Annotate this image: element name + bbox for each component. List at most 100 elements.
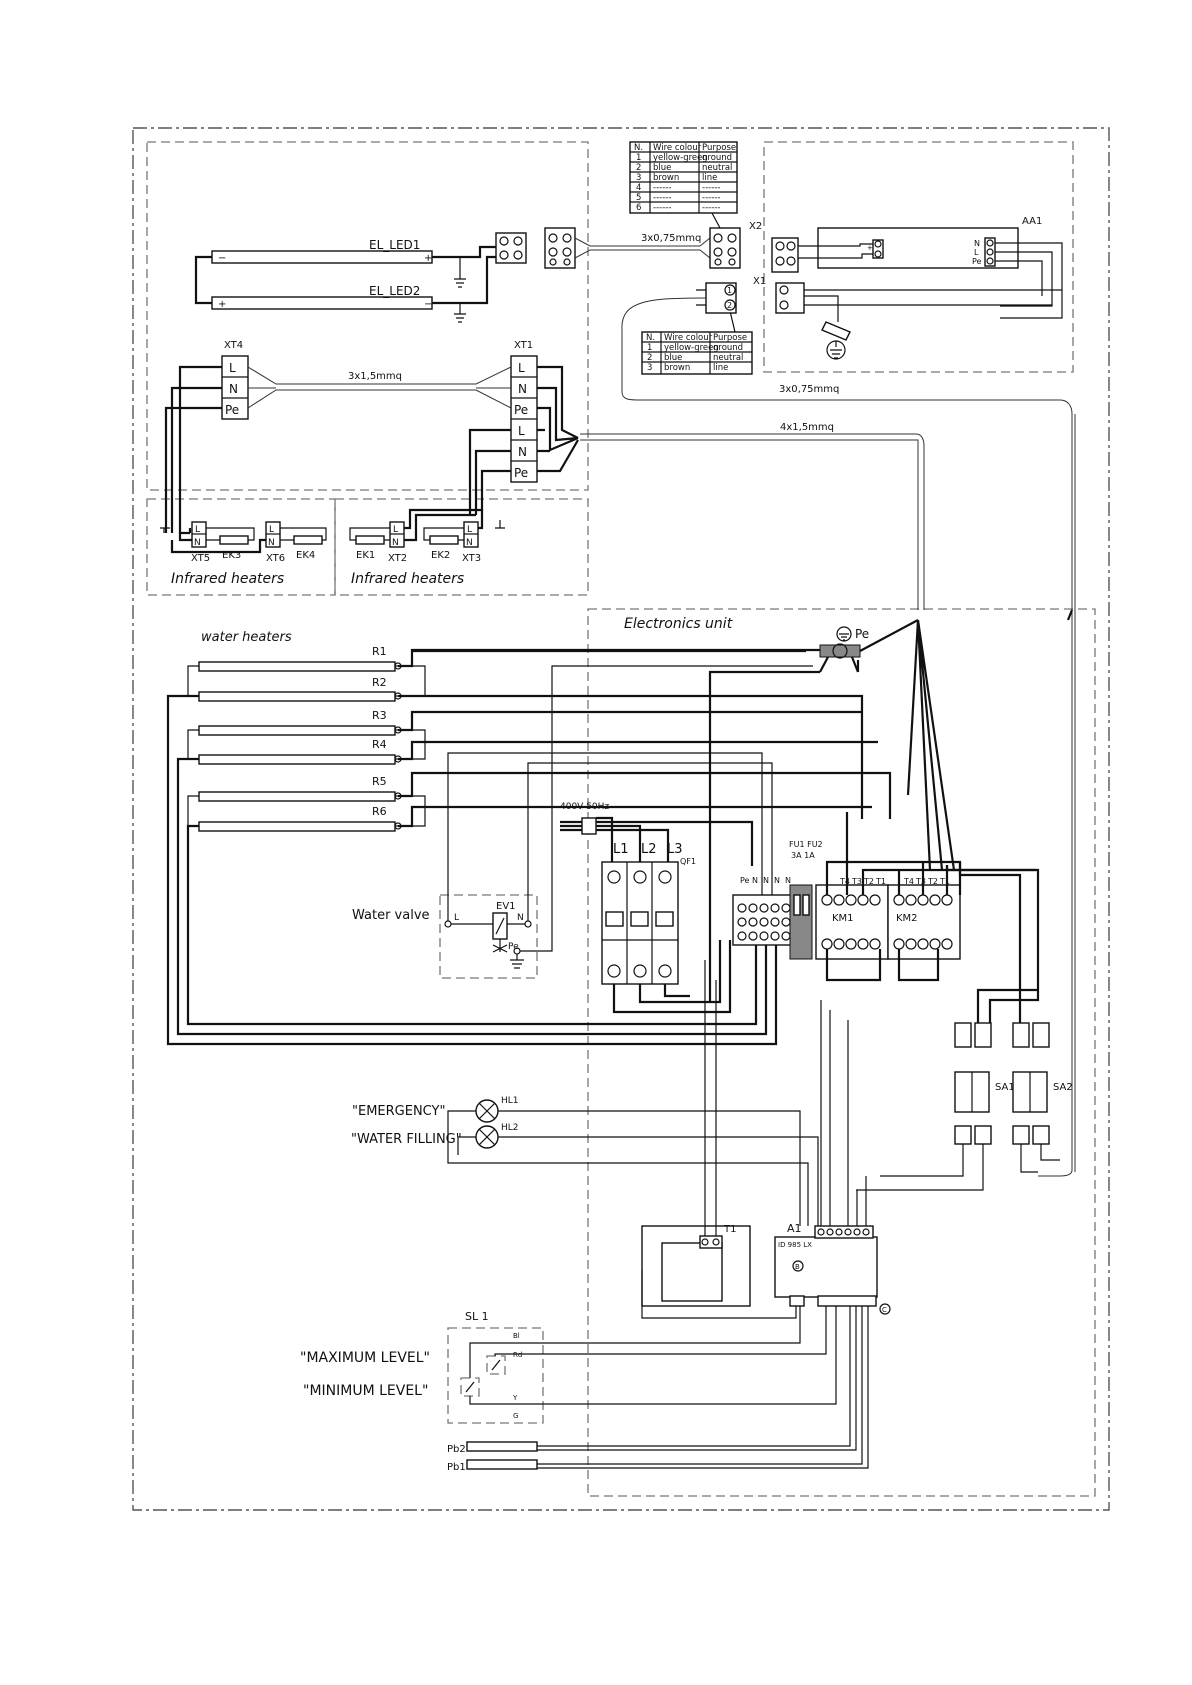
xt1-pin-3: L xyxy=(518,424,525,438)
wire-table-x2: N. Wire colour Purpose 1 yellow-green gr… xyxy=(629,141,738,214)
xt1-label: XT1 xyxy=(514,340,533,351)
led2-label: EL_LED2 xyxy=(369,284,420,298)
xt4-label: XT4 xyxy=(224,340,243,351)
table-x2-h2: Purpose xyxy=(702,143,736,153)
r5-element xyxy=(198,791,396,802)
valve-pin-pe: Pe xyxy=(508,942,519,952)
connector-x2-label: X2 xyxy=(749,221,762,232)
km2-t3: T3 xyxy=(915,877,926,886)
km2-label: KM2 xyxy=(896,913,918,924)
km2-t1: T1 xyxy=(939,877,950,886)
svg-text:N: N xyxy=(466,538,473,548)
svg-text:L: L xyxy=(269,525,274,535)
transformer-t1: T1 xyxy=(641,960,797,1319)
table-x2-r2c2: line xyxy=(702,173,717,183)
table-x2-r1c1: blue xyxy=(653,163,671,173)
table-x2-r5c2: ------ xyxy=(702,203,720,213)
km2-t4: T4 xyxy=(903,877,914,886)
pe-label: Pe xyxy=(855,627,869,641)
r6-element xyxy=(198,821,396,832)
sl1-wire-rd: Rd xyxy=(513,1351,522,1359)
svg-text:L: L xyxy=(467,525,472,535)
electronics-zone xyxy=(587,608,1096,1497)
table-x1-r2c2: line xyxy=(713,363,728,373)
table-x2-r0c0: 1 xyxy=(636,153,641,163)
breaker-label: QF1 xyxy=(680,857,696,866)
a1-label: A1 xyxy=(787,1222,802,1235)
infrared-zone-right xyxy=(334,498,589,596)
svg-text:+: + xyxy=(218,299,226,310)
fuses-label: FU1 FU2 xyxy=(789,840,823,849)
km1-t2: T2 xyxy=(863,877,874,886)
power-supply: AA1 + - N L Pe xyxy=(771,216,1063,360)
table-x2-r3c1: ------ xyxy=(653,183,671,193)
xt4-pin-l: L xyxy=(229,361,236,375)
emergency-label: "EMERGENCY" xyxy=(352,1104,445,1119)
ir-right-xt3: XT3 xyxy=(462,553,481,564)
supply-label: 400V 50Hz xyxy=(560,802,609,812)
controller-model: ID 985 LX xyxy=(778,1241,812,1249)
table-x2-r4c1: ------ xyxy=(653,193,671,203)
r5-label: R5 xyxy=(372,775,387,788)
svg-text:2: 2 xyxy=(727,301,732,310)
km1-t3: T3 xyxy=(851,877,862,886)
terminals-main: XT4 L N Pe XT1 L N Pe L N Pe 3x1,5mmq 4x… xyxy=(160,340,925,610)
table-x1-r1c0: 2 xyxy=(647,353,652,363)
table-x1-r0c2: ground xyxy=(713,343,743,353)
table-x2-r0c2: ground xyxy=(702,153,732,163)
table-x1-r1c1: blue xyxy=(664,353,682,363)
table-x1-h2: Purpose xyxy=(713,333,747,343)
xt4-pin-n: N xyxy=(229,382,238,396)
sl1-label: SL 1 xyxy=(465,1310,489,1323)
led-strip-2 xyxy=(211,296,433,310)
psu-connector-left xyxy=(771,237,799,273)
water-heaters-title: water heaters xyxy=(201,630,292,645)
connector-x1 xyxy=(705,282,737,314)
wire-table-x1: N. Wire colour Purpose 1 yellow-green gr… xyxy=(641,310,753,375)
xt1-pin-0: L xyxy=(518,361,525,375)
table-x2-r4c2: ------ xyxy=(702,193,720,203)
table-x2-r5c1: ------ xyxy=(653,203,671,213)
ir-right-ek2: EK2 xyxy=(431,550,450,561)
table-x2-r2c0: 3 xyxy=(636,173,641,183)
selector-sa1: SA1 xyxy=(954,988,1040,1145)
sl1-wire-y: Y xyxy=(512,1394,518,1402)
km1-t1: T1 xyxy=(875,877,886,886)
table-x2-h0: N. xyxy=(634,143,643,153)
probes: Pb2 Pb1 xyxy=(447,1306,869,1473)
strip-pe: Pe xyxy=(740,876,750,885)
fuses-rating: 3A 1A xyxy=(791,851,815,860)
xt1-pin-1: N xyxy=(518,382,527,396)
ir-right-caption: Infrared heaters xyxy=(351,571,464,587)
km2-t2: T2 xyxy=(927,877,938,886)
table-x2-r1c2: neutral xyxy=(702,163,732,173)
svg-text:N: N xyxy=(194,538,201,548)
ir-right-ek1: EK1 xyxy=(356,550,375,561)
sl1-wire-g: G xyxy=(513,1412,518,1420)
svg-text:L: L xyxy=(393,525,398,535)
r3-label: R3 xyxy=(372,709,387,722)
strip-n4: N xyxy=(785,876,791,885)
ir-left-ek4: EK4 xyxy=(296,550,315,561)
r2-element xyxy=(198,691,396,702)
led-strip-1 xyxy=(211,250,433,264)
table-x2-r3c0: 4 xyxy=(636,183,641,193)
valve-pin-n: N xyxy=(517,913,524,923)
probe-pb2: Pb2 xyxy=(447,1444,466,1455)
sl1-wire-bl: Bl xyxy=(513,1332,520,1340)
cable-4x-label: 4x1,5mmq xyxy=(780,422,834,433)
min-level-label: "MINIMUM LEVEL" xyxy=(303,1383,428,1399)
table-x1-r2c0: 3 xyxy=(647,363,652,373)
electronics-unit: Electronics unit Pe 400V 50Hz L1 L2 L3 Q… xyxy=(300,609,1074,1473)
table-x2-r3c2: ------ xyxy=(702,183,720,193)
led1-label: EL_LED1 xyxy=(369,238,420,252)
svg-text:+: + xyxy=(424,253,432,264)
psu-in-pe: Pe xyxy=(972,257,982,266)
cable-x1-label: 3x0,75mmq xyxy=(779,384,839,395)
probe-pb1: Pb1 xyxy=(447,1462,466,1473)
km1-t4: T4 xyxy=(839,877,850,886)
xt1-pin-4: N xyxy=(518,445,527,459)
selector-sa2: SA2 xyxy=(945,862,1073,1145)
svg-text:L: L xyxy=(195,525,200,535)
table-x1-h1: Wire colour xyxy=(664,333,713,343)
